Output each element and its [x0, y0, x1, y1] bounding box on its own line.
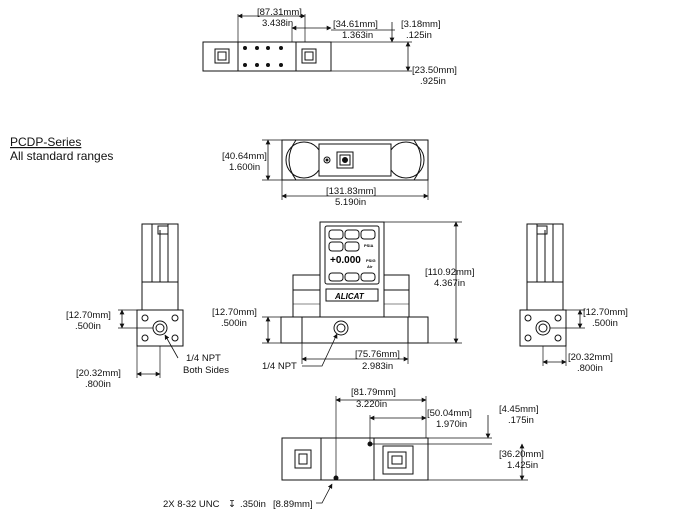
- plan-view: [262, 139, 429, 200]
- depth-symbol-icon: ↧: [228, 499, 236, 510]
- front-display: +0.000 PSIA PSIG Air ALICAT: [330, 243, 376, 301]
- series-title: PCDP-Series: [10, 135, 81, 149]
- display-button-icon: [360, 272, 376, 282]
- plan-view-dimensions: [40.64mm] 1.600in [131.83mm] 5.190in: [222, 151, 376, 208]
- display-button-icon: [344, 272, 360, 282]
- dim-edge-offset-in: .125in: [406, 30, 432, 41]
- dim-hole-spacing-mm: [81.79mm]: [351, 387, 396, 398]
- display-button-icon: [360, 229, 376, 240]
- dim-front-port-mm: [12.70mm]: [212, 307, 257, 318]
- front-port-label: 1/4 NPT: [262, 361, 297, 372]
- bottom-view: [281, 396, 528, 504]
- dim-bottom-depth-mm: [36.20mm]: [499, 449, 544, 460]
- display-button-icon: [328, 229, 344, 240]
- plan-view-vent: [323, 156, 331, 164]
- left-port-label-sides: Both Sides: [183, 365, 229, 376]
- top-view-port: [301, 48, 317, 64]
- dim-hole-offset-in: .175in: [508, 415, 534, 426]
- display-button-icon: [344, 229, 360, 240]
- dim-left-base-in: .800in: [85, 379, 111, 390]
- top-view-port: [214, 48, 230, 64]
- left-side-dimensions: [12.70mm] .500in [20.32mm] .800in 1/4 NP…: [66, 310, 229, 390]
- bottom-port: [387, 451, 407, 469]
- dim-right-port-mm: [12.70mm]: [583, 307, 628, 318]
- top-view: [202, 13, 412, 72]
- dim-base-length-mm: [75.76mm]: [355, 349, 400, 360]
- thread-label: 2X 8-32 UNC: [163, 499, 220, 510]
- dim-base-length-in: 2.983in: [362, 361, 393, 372]
- right-side-dimensions: [12.70mm] .500in [20.32mm] .800in: [568, 307, 628, 374]
- display-unit-bottom: Air: [367, 264, 373, 269]
- dim-height-mm: [110.92mm]: [425, 267, 474, 278]
- display-reading: +0.000: [330, 255, 361, 266]
- front-view: [262, 221, 462, 367]
- dim-right-base-mm: [20.32mm]: [568, 352, 613, 363]
- front-view-dimensions: [110.92mm] 4.367in [12.70mm] .500in [75.…: [212, 267, 474, 372]
- dim-depth-in: .925in: [420, 76, 446, 87]
- dim-hole-spacing-in: 3.220in: [356, 399, 387, 410]
- plan-view-housing: [318, 143, 392, 177]
- dim-port-spacing-mm: [34.61mm]: [333, 19, 378, 30]
- top-view-port-inner: [217, 51, 227, 61]
- bottom-port: [294, 449, 312, 469]
- display-unit-top: PSIA: [364, 243, 373, 248]
- dim-length-in: 5.190in: [335, 197, 366, 208]
- dim-edge-offset-mm: [3.18mm]: [401, 19, 441, 30]
- series-subtitle: All standard ranges: [10, 149, 113, 163]
- dim-center-hole-mm: [50.04mm]: [427, 408, 472, 419]
- display-unit-mid: PSIG: [366, 258, 376, 263]
- dim-overall-mm: [87.31mm]: [257, 7, 302, 18]
- dim-front-port-in: .500in: [221, 318, 247, 329]
- front-port-icon: [333, 320, 349, 336]
- dim-hole-offset-mm: [4.45mm]: [499, 404, 539, 415]
- bottom-view-dimensions: [81.79mm] 3.220in [50.04mm] 1.970in [4.4…: [163, 387, 544, 510]
- thread-depth-mm: [8.89mm]: [273, 499, 313, 510]
- dim-right-base-in: .800in: [577, 363, 603, 374]
- right-side-view: [519, 223, 585, 366]
- dim-left-base-mm: [20.32mm]: [76, 368, 121, 379]
- dim-overall-in: 3.438in: [262, 18, 293, 29]
- top-view-port-inner: [304, 51, 314, 61]
- display-button-icon: [344, 241, 360, 252]
- display-button-icon: [328, 272, 344, 282]
- thread-depth-in: .350in: [240, 499, 266, 510]
- connector-icon: [336, 151, 354, 169]
- left-port-label: 1/4 NPT: [186, 353, 221, 364]
- dim-left-port-in: .500in: [75, 321, 101, 332]
- dim-center-hole-in: 1.970in: [436, 419, 467, 430]
- dim-right-port-in: .500in: [592, 318, 618, 329]
- left-side-view: [118, 223, 184, 378]
- dim-width-in: 1.600in: [229, 162, 260, 173]
- front-base: [280, 316, 429, 344]
- brand-logo: ALICAT: [334, 292, 365, 301]
- dim-port-spacing-in: 1.363in: [342, 30, 373, 41]
- dim-height-in: 4.367in: [434, 278, 465, 289]
- dim-left-port-mm: [12.70mm]: [66, 310, 111, 321]
- dim-width-mm: [40.64mm]: [222, 151, 267, 162]
- top-view-screws: [243, 46, 283, 67]
- top-view-dimensions: [87.31mm] 3.438in [34.61mm] 1.363in [3.1…: [257, 7, 457, 87]
- dim-length-mm: [131.83mm]: [326, 186, 376, 197]
- series-heading: PCDP-Series All standard ranges: [10, 135, 113, 163]
- dim-bottom-depth-in: 1.425in: [507, 460, 538, 471]
- display-button-icon: [328, 241, 344, 252]
- dim-depth-mm: [23.50mm]: [412, 65, 457, 76]
